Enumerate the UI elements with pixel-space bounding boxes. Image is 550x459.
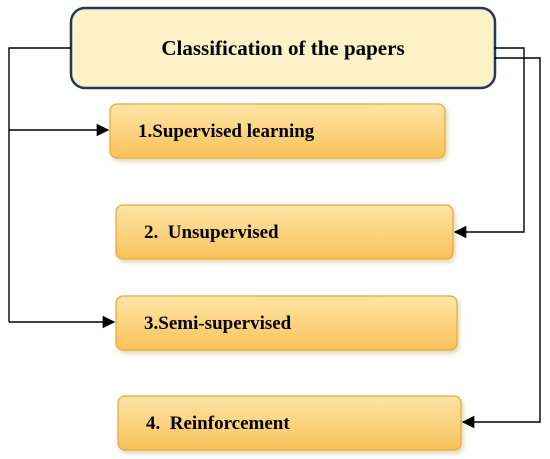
category-label-semi-supervised: 3.Semi-supervised <box>144 313 292 334</box>
root-node-label: Classification of the papers <box>161 36 404 60</box>
category-box-semi-supervised <box>115 295 458 351</box>
connector-left-trunk <box>8 47 71 322</box>
left-connector <box>8 47 116 329</box>
category-node-supervised: 1.Supervised learning <box>109 103 446 159</box>
right-connector <box>453 47 541 429</box>
connector-arrow-to-reinforcement <box>461 57 541 429</box>
category-box-supervised <box>109 103 446 159</box>
category-label-supervised: 1.Supervised learning <box>138 121 315 142</box>
category-box-unsupervised <box>115 204 454 260</box>
category-label-reinforcement: 4. Reinforcement <box>146 413 290 434</box>
connector-arrow-to-unsupervised <box>453 47 525 239</box>
category-node-semi-supervised: 3.Semi-supervised <box>115 295 458 351</box>
root-node: Classification of the papers <box>69 6 497 90</box>
category-node-reinforcement: 4. Reinforcement <box>117 395 462 451</box>
category-node-unsupervised: 2. Unsupervised <box>115 204 454 260</box>
category-label-unsupervised: 2. Unsupervised <box>144 222 279 243</box>
category-box-reinforcement <box>117 395 462 451</box>
